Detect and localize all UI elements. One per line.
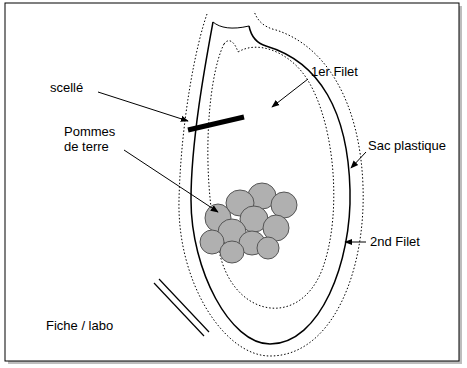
net-label: 2nd Filet bbox=[370, 234, 420, 249]
form-label: Fiche / labo bbox=[46, 318, 113, 333]
lab-form bbox=[154, 283, 204, 336]
seal-bar bbox=[188, 117, 244, 130]
net-label: 1er Filet bbox=[311, 64, 358, 79]
potatoes bbox=[200, 183, 297, 263]
first-net bbox=[208, 44, 334, 308]
frame bbox=[5, 3, 459, 361]
bag-label: Sac plastique bbox=[368, 138, 446, 153]
bag-opening bbox=[213, 22, 249, 28]
second-net bbox=[179, 11, 363, 356]
first-net-neck bbox=[224, 41, 238, 52]
lab-form bbox=[159, 279, 209, 332]
potato-label: Pommes de terre bbox=[64, 124, 126, 154]
seal-label: scellé bbox=[50, 80, 83, 95]
leader-lines bbox=[98, 79, 366, 242]
